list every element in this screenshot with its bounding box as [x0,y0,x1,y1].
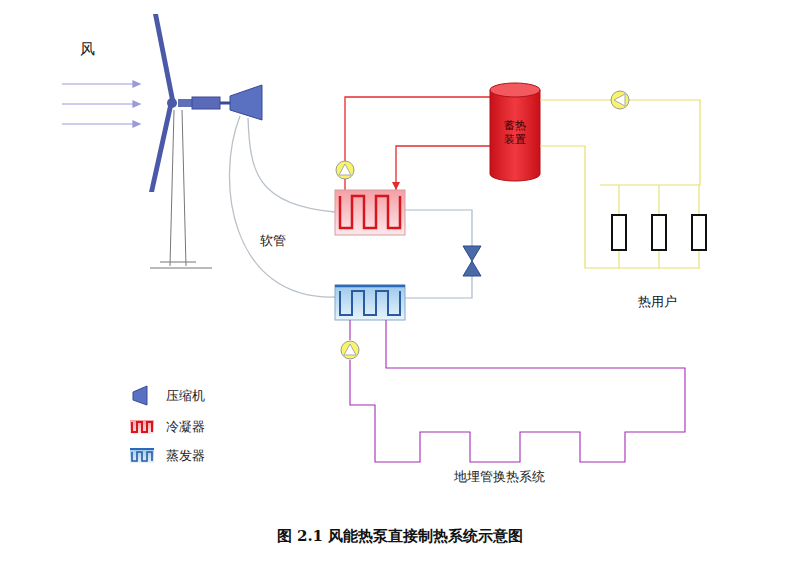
gearbox [192,97,220,109]
legend-text: 蒸发器 [166,447,205,465]
text-label: 风 [78,40,97,59]
condenser-coil [340,196,400,228]
ground-pipe [350,320,685,462]
node-box: 蓄热装置 [490,92,540,174]
text-label: 软管 [258,232,288,250]
evaporator [335,285,405,320]
legend-condenser-coil [132,422,152,432]
nacelle [178,99,192,107]
legend-text: 冷凝器 [166,418,205,436]
legend-condenser [130,420,154,434]
shaft [220,102,230,105]
ground-pipe [349,320,350,340]
hose [229,116,335,297]
evaporator-edge [335,285,405,288]
storage-tank [490,90,540,181]
compressor-symbol [230,85,262,120]
figure-caption: 图 2.1 风能热泵直接制热系统示意图 [0,527,800,546]
legend-evaporator-edge [130,448,154,450]
radiators [612,215,706,250]
tank-top [490,83,540,97]
legend-compressor [133,386,147,405]
user-pipes [600,185,700,268]
pump-symbols [336,91,629,359]
text-label: 地埋管换热系统 [452,468,547,486]
expansion-valve [463,246,481,276]
hot-water-pipe [345,97,490,190]
hot-water-pipe [396,146,490,190]
condenser [335,190,405,235]
flow-arrow [392,182,400,190]
refrigerant-pipe [405,210,472,298]
legend-evaporator [130,449,154,463]
tank-label: 蓄热装置 [502,119,528,147]
group-heading: 热用户 [638,294,677,310]
node-box: 热用户 [600,185,715,310]
pipe-connector [540,100,700,185]
turbine-blades [149,14,177,192]
wind-arrows [62,81,140,127]
legend-evaporator-coil [132,452,152,461]
evaporator-coil [340,291,400,315]
hose [248,118,335,212]
turbine-tower [150,110,212,268]
legend-text: 压缩机 [166,387,205,405]
pipe-connector [540,146,600,268]
